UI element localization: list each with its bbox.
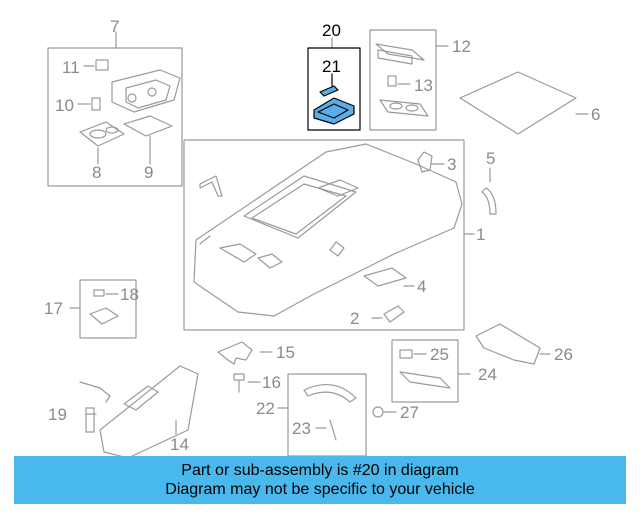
part-27-clip (372, 406, 397, 418)
callout-9: 9 (144, 163, 154, 182)
callout-18: 18 (120, 285, 139, 304)
callout-1: 1 (476, 225, 486, 244)
callout-15: 15 (276, 343, 295, 362)
callout-23: 23 (292, 419, 311, 438)
callout-3: 3 (447, 155, 457, 174)
callout-10: 10 (55, 96, 74, 115)
part-8-lens (79, 121, 125, 147)
part-18-hook (89, 307, 119, 325)
part-12-lens (379, 99, 429, 117)
part-15-bracket (217, 341, 273, 365)
callout-13: 13 (414, 76, 433, 95)
callout-11: 11 (62, 58, 80, 77)
callout-22: 22 (256, 399, 275, 418)
part-16-screw (233, 373, 261, 393)
callout-14: 14 (170, 435, 189, 454)
group-20-dome-lamp (307, 37, 361, 131)
grab-handle-outline (199, 175, 223, 197)
callout-17: 17 (44, 299, 63, 318)
part-2-clip (371, 305, 405, 323)
info-banner: Part or sub-assembly is #20 in diagram D… (14, 456, 626, 504)
part-13-bulb (387, 75, 397, 87)
headliner-shell (193, 143, 463, 317)
callout-27: 27 (400, 403, 419, 422)
part-9-pad (123, 115, 173, 137)
callout-21: 21 (322, 57, 341, 76)
banner-line-2: Diagram may not be specific to your vehi… (165, 481, 475, 498)
part-20-lamp (313, 97, 355, 125)
map-lamp-housing (111, 69, 181, 113)
part-14-sun-visor (79, 365, 199, 459)
group-7-map-lamp (47, 31, 183, 187)
group-22-grab-handle (277, 373, 367, 457)
sunroof-opening (243, 175, 357, 239)
banner-line-1: Part or sub-assembly is #20 in diagram (181, 462, 459, 479)
group-17-box (69, 279, 137, 339)
part-26-bracket (475, 323, 551, 365)
callout-12: 12 (452, 37, 471, 56)
callout-20: 20 (322, 21, 341, 40)
part-4-pad (363, 267, 415, 287)
callout-8: 8 (92, 163, 102, 182)
part-21-bulb (319, 85, 339, 97)
part-11-bulb (95, 59, 109, 71)
callout-16: 16 (262, 373, 281, 392)
group-1-headliner (183, 139, 475, 331)
part-19-screw (85, 407, 95, 433)
callout-26: 26 (554, 345, 573, 364)
group-24-box (391, 339, 471, 403)
callout-24: 24 (478, 365, 497, 384)
callout-7: 7 (110, 17, 120, 36)
part-3-clip (417, 151, 445, 173)
part-10-socket (91, 97, 101, 111)
callout-5: 5 (486, 149, 496, 168)
part-12-bracket (375, 43, 425, 61)
part-6-pad (459, 71, 589, 135)
part-5-trim (481, 167, 497, 215)
callout-19: 19 (48, 405, 67, 424)
callout-6: 6 (591, 105, 601, 124)
callout-4: 4 (417, 277, 427, 296)
callout-25: 25 (430, 345, 449, 364)
callout-2: 2 (350, 309, 360, 328)
group-12-box (369, 29, 449, 131)
